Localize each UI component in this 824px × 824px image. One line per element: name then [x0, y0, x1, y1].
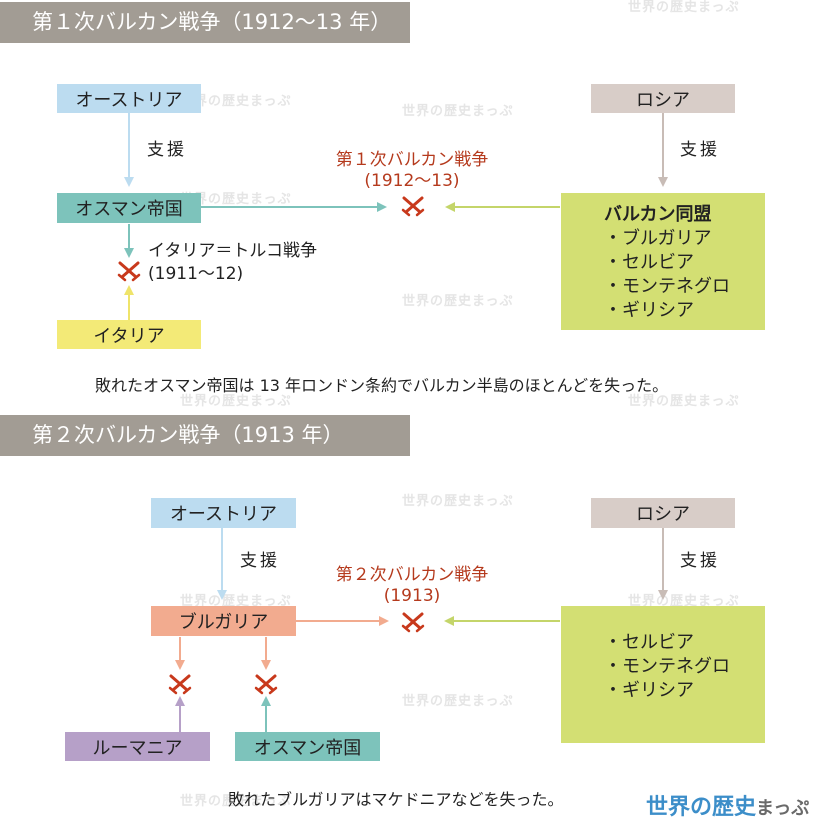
watermark: 世界の歴史まっぷ [628, 0, 740, 15]
italy-box: イタリア [57, 320, 201, 349]
crossed-swords-icon [168, 674, 192, 695]
allies-box: ・セルビア ・モンテネグロ ・ギリシア [561, 606, 765, 743]
russia-box: ロシア [591, 84, 735, 113]
balkan-league-box: バルカン同盟 ・ブルガリア ・セルビア ・モンテネグロ ・ギリシア [561, 193, 765, 330]
watermark: 世界の歴史まっぷ [180, 394, 292, 409]
ottoman-empire-box: オスマン帝国 [235, 732, 380, 761]
watermark: 世界の歴史まっぷ [180, 794, 292, 809]
support-label: 支援 [680, 140, 720, 160]
crossed-swords-icon [401, 612, 425, 633]
watermark: 世界の歴史まっぷ [402, 694, 514, 709]
war-title: 第２次バルカン戦争 (1913) [312, 565, 512, 607]
war-title-name: 第１次バルカン戦争 [335, 150, 489, 170]
watermark: 世界の歴史まっぷ [180, 94, 292, 109]
ally-item: ・モンテネグロ [604, 656, 730, 677]
support-label: 支援 [147, 140, 187, 160]
war-title-name: 第２次バルカン戦争 [335, 565, 489, 585]
section1-header: 第１次バルカン戦争（1912〜13 年） [0, 2, 410, 43]
italo-turkish-war-name: イタリア＝トルコ戦争 [148, 241, 317, 261]
watermark: 世界の歴史まっぷ [402, 294, 514, 309]
italo-turkish-war-years: (1911〜12) [148, 264, 244, 284]
italo-turkish-war-label: イタリア＝トルコ戦争 (1911〜12) [148, 240, 317, 286]
support-label: 支援 [240, 551, 280, 571]
war-title-years: (1913) [383, 586, 441, 606]
russia-box: ロシア [591, 498, 735, 528]
watermark: 世界の歴史まっぷ [180, 192, 292, 207]
ally-item: ・セルビア [604, 252, 694, 273]
bulgaria-box: ブルガリア [151, 606, 296, 636]
ally-item: ・セルビア [604, 632, 694, 653]
crossed-swords-icon [401, 196, 425, 217]
logo-small: まっぷ [756, 798, 810, 819]
austria-box: オーストリア [57, 84, 201, 113]
watermark: 世界の歴史まっぷ [180, 594, 292, 609]
romania-box: ルーマニア [65, 732, 210, 761]
ally-item: ・ギリシア [604, 300, 694, 321]
war-title: 第１次バルカン戦争 (1912〜13) [312, 150, 512, 192]
section2-header: 第２次バルカン戦争（1913 年） [0, 415, 410, 456]
crossed-swords-icon [254, 674, 278, 695]
crossed-swords-icon [117, 261, 141, 282]
section1-note: 敗れたオスマン帝国は 13 年ロンドン条約でバルカン半島のほとんどを失った。 [95, 376, 669, 395]
ally-item: ・ブルガリア [604, 228, 712, 249]
balkan-league-title: バルカン同盟 [604, 204, 712, 225]
austria-box: オーストリア [151, 498, 296, 528]
logo-main: 世界の歴史 [646, 795, 757, 820]
ally-item: ・ギリシア [604, 680, 694, 701]
support-label: 支援 [680, 551, 720, 571]
watermark: 世界の歴史まっぷ [628, 394, 740, 409]
watermark: 世界の歴史まっぷ [402, 494, 514, 509]
ally-item: ・モンテネグロ [604, 276, 730, 297]
watermark: 世界の歴史まっぷ [628, 594, 740, 609]
watermark: 世界の歴史まっぷ [402, 104, 514, 119]
ottoman-empire-box: オスマン帝国 [57, 193, 201, 223]
site-logo: 世界の歴史まっぷ [646, 789, 809, 821]
section2-note: 敗れたブルガリアはマケドニアなどを失った。 [228, 790, 564, 809]
war-title-years: (1912〜13) [364, 171, 460, 191]
